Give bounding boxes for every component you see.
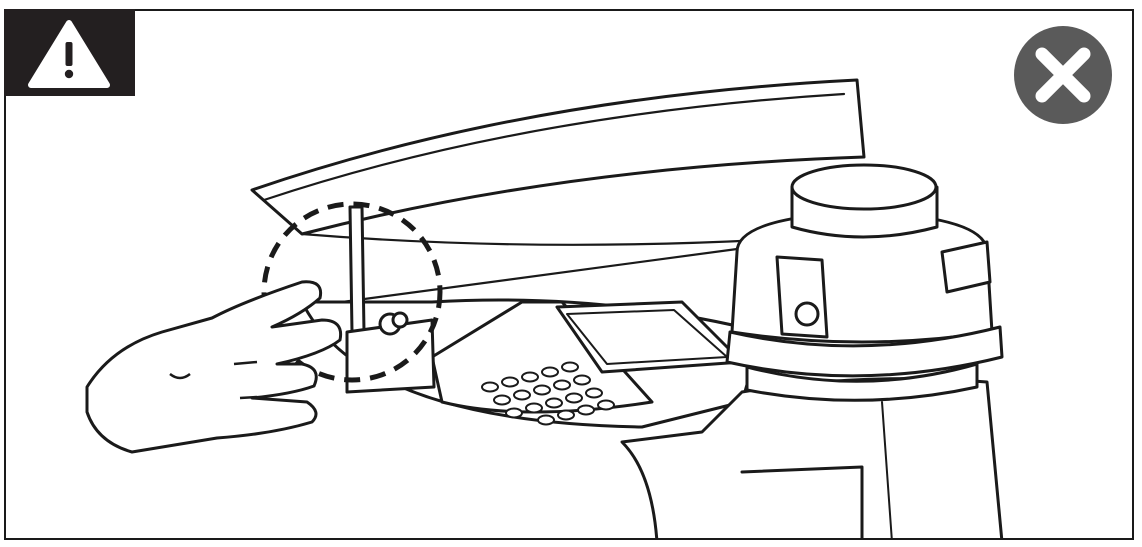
curved-shield [250, 78, 866, 236]
prohibited-badge [1013, 25, 1113, 125]
highlight-circle [261, 201, 443, 383]
bracket [348, 205, 366, 334]
hand [85, 280, 343, 454]
warning-triangle-icon [28, 20, 110, 88]
tray-rim [300, 232, 764, 246]
illustration-frame [4, 9, 1134, 540]
perforation-holes [481, 361, 615, 426]
warning-badge [4, 9, 135, 96]
prohibited-x-icon [1014, 26, 1112, 124]
product-illustration [85, 78, 1004, 538]
